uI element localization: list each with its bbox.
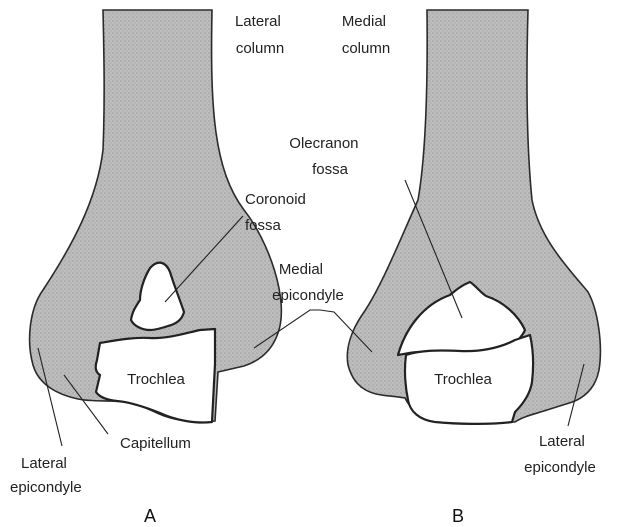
humerus-anterior-view: [30, 10, 282, 423]
panel-label-a: A: [144, 506, 156, 526]
label-medial-epicondyle: Medial epicondyle: [272, 261, 344, 304]
label-capitellum: Capitellum: [120, 435, 191, 452]
label-trochlea-a: Trochlea: [127, 371, 185, 388]
panel-label-b: B: [452, 506, 464, 526]
label-lateral-epicondyle-a: Lateral epicondyle: [10, 455, 82, 496]
label-medial-column: Medial column: [342, 13, 390, 57]
label-trochlea-b: Trochlea: [434, 371, 492, 388]
label-lateral-epicondyle-b: Lateral epicondyle: [524, 433, 596, 476]
humerus-posterior-view: [347, 10, 600, 424]
label-lateral-column: Lateral column: [235, 13, 285, 57]
label-olecranon-fossa: Olecranon fossa: [289, 135, 362, 178]
label-coronoid-fossa: Coronoid fossa: [245, 191, 310, 234]
